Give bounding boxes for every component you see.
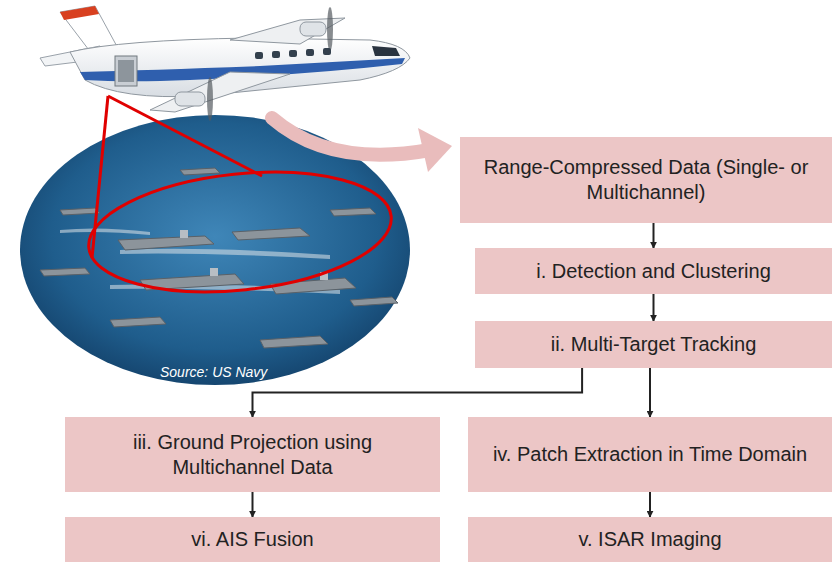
flow-connector — [653, 223, 655, 248]
process-box: vi. AIS Fusion — [65, 517, 440, 562]
process-box: iii. Ground Projection using Multichanne… — [65, 417, 440, 492]
beam-line — [92, 96, 108, 258]
process-box: ii. Multi-Target Tracking — [475, 321, 832, 368]
box-text: vi. AIS Fusion — [191, 527, 313, 552]
box-text: i. Detection and Clustering — [536, 259, 771, 284]
flow-arrow — [272, 118, 452, 172]
source-note: Source: US Navy — [160, 364, 267, 380]
flow-connector — [252, 492, 254, 517]
process-box: iv. Patch Extraction in Time Domain — [468, 417, 832, 492]
flow-connector — [649, 492, 651, 517]
box-text: iii. Ground Projection using Multichanne… — [75, 430, 430, 480]
airplane — [40, 6, 410, 121]
ship-islands — [180, 230, 328, 280]
flow-connector — [653, 294, 655, 321]
flow-connector — [649, 368, 651, 417]
flow-connector — [253, 368, 583, 417]
process-box: i. Detection and Clustering — [475, 248, 832, 294]
process-box: Range-Compressed Data (Single- or Multic… — [460, 137, 832, 223]
box-text: Range-Compressed Data (Single- or Multic… — [470, 155, 822, 205]
box-text: iv. Patch Extraction in Time Domain — [493, 442, 807, 467]
footprint-ellipse — [83, 158, 397, 305]
process-box: v. ISAR Imaging — [468, 517, 832, 562]
box-text: v. ISAR Imaging — [578, 527, 721, 552]
box-text: ii. Multi-Target Tracking — [551, 332, 757, 357]
